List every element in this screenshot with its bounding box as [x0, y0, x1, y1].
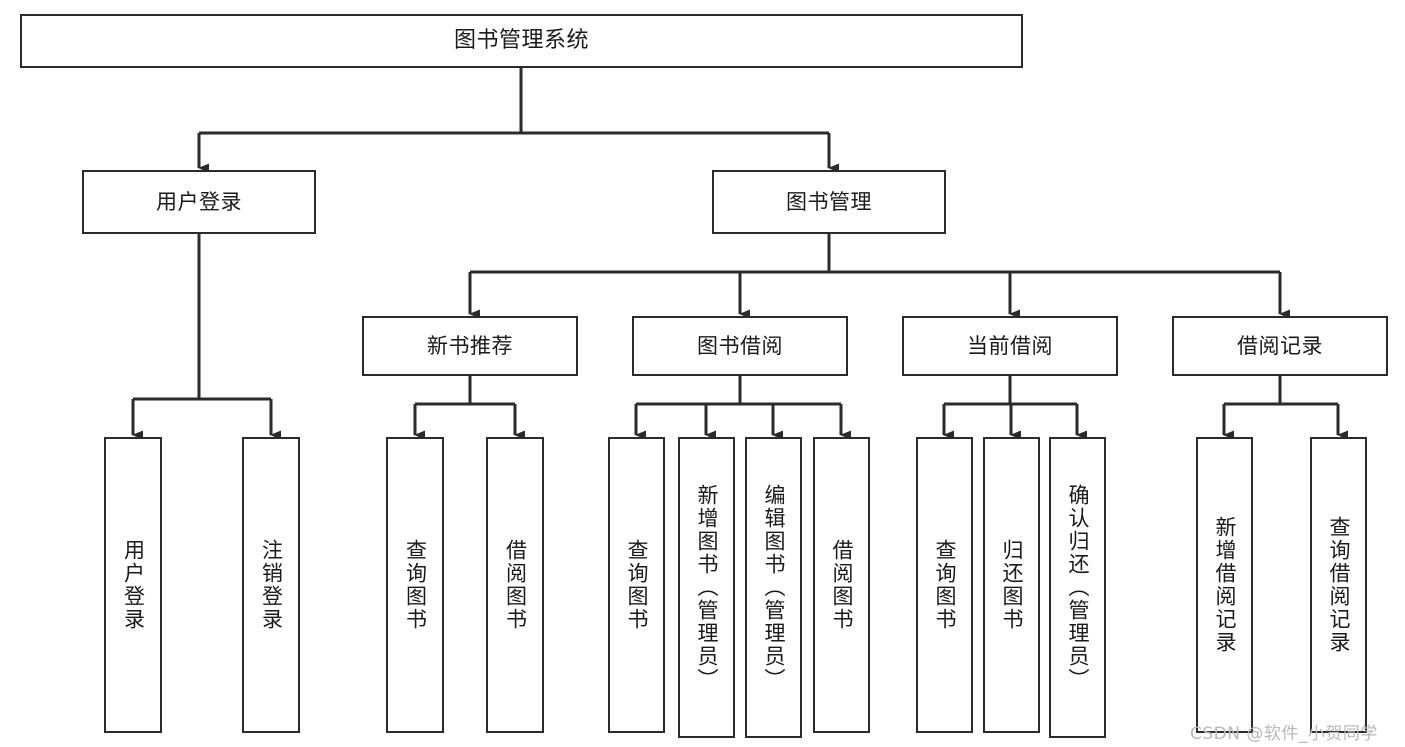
- node-leaf-borrow-book-2[interactable]: 借阅图书: [813, 437, 870, 733]
- node-label-leaf-query-book-2: 查询图书: [625, 539, 649, 631]
- node-label-leaf-user-login: 用户登录: [121, 539, 146, 631]
- node-label-book-management: 图书管理: [786, 189, 872, 214]
- node-label-root: 图书管理系统: [453, 28, 589, 54]
- connectors-group: [131, 68, 1348, 440]
- watermark-text: CSDN @软件_小贺同学: [1190, 724, 1378, 744]
- node-leaf-query-book-3[interactable]: 查询图书: [916, 437, 973, 733]
- node-label-leaf-return-book: 归还图书: [1000, 539, 1024, 631]
- node-borrow-record[interactable]: 借阅记录: [1172, 316, 1388, 376]
- node-leaf-query-record[interactable]: 查询借阅记录: [1310, 437, 1367, 733]
- node-leaf-query-book-1[interactable]: 查询图书: [386, 437, 444, 733]
- node-book-management[interactable]: 图书管理: [712, 170, 946, 234]
- node-leaf-add-record[interactable]: 新增借阅记录: [1196, 437, 1253, 733]
- node-label-leaf-query-record: 查询借阅记录: [1327, 516, 1351, 654]
- node-book-borrow[interactable]: 图书借阅: [632, 316, 848, 376]
- node-label-leaf-borrow-book-2: 借阅图书: [830, 539, 854, 631]
- node-leaf-return-book[interactable]: 归还图书: [983, 437, 1040, 733]
- node-leaf-confirm-return[interactable]: 确认归还（管理员）: [1049, 437, 1106, 738]
- node-label-leaf-query-book-3: 查询图书: [933, 539, 957, 631]
- node-label-borrow-record: 借阅记录: [1237, 333, 1323, 358]
- node-label-leaf-borrow-book-1: 借阅图书: [503, 539, 528, 631]
- node-label-leaf-query-book-1: 查询图书: [403, 539, 428, 631]
- node-current-borrow[interactable]: 当前借阅: [902, 316, 1118, 376]
- node-leaf-query-book-2[interactable]: 查询图书: [608, 437, 665, 733]
- node-leaf-user-login[interactable]: 用户登录: [104, 437, 162, 733]
- node-label-leaf-logout: 注销登录: [259, 539, 284, 631]
- node-leaf-borrow-book-1[interactable]: 借阅图书: [486, 437, 544, 733]
- node-leaf-edit-book[interactable]: 编辑图书（管理员）: [745, 437, 802, 738]
- node-label-user-login: 用户登录: [156, 189, 242, 214]
- node-label-book-borrow: 图书借阅: [697, 333, 783, 358]
- node-label-leaf-edit-book: 编辑图书（管理员）: [762, 484, 786, 691]
- node-label-leaf-add-book: 新增图书（管理员）: [695, 484, 719, 691]
- node-root[interactable]: 图书管理系统: [20, 14, 1023, 68]
- node-new-book-recommend[interactable]: 新书推荐: [362, 316, 578, 376]
- node-label-leaf-confirm-return: 确认归还（管理员）: [1066, 484, 1090, 691]
- node-label-leaf-add-record: 新增借阅记录: [1213, 516, 1237, 654]
- node-user-login[interactable]: 用户登录: [82, 170, 316, 234]
- node-label-new-book-recommend: 新书推荐: [427, 333, 513, 358]
- node-leaf-logout[interactable]: 注销登录: [242, 437, 300, 733]
- node-label-current-borrow: 当前借阅: [967, 333, 1053, 358]
- node-leaf-add-book[interactable]: 新增图书（管理员）: [678, 437, 735, 738]
